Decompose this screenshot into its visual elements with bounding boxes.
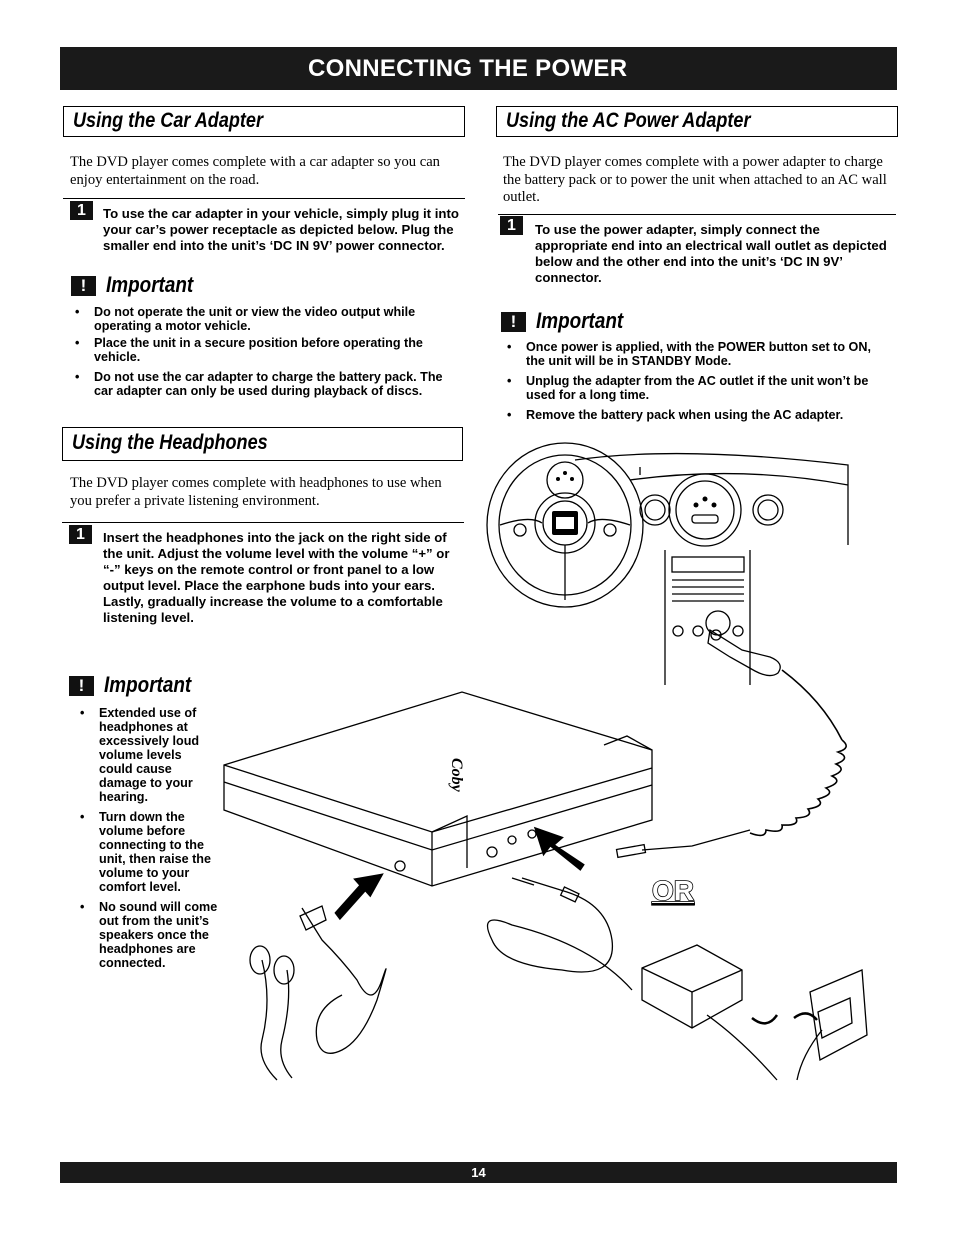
ac-adapter-bullets: Once power is applied, with the POWER bu… (501, 340, 893, 422)
headphones-step-text: Insert the headphones into the jack on t… (103, 530, 450, 625)
list-item: Unplug the adapter from the AC outlet if… (501, 374, 893, 402)
car-adapter-intro: The DVD player comes complete with a car… (70, 154, 440, 188)
important-label: Important (106, 272, 194, 297)
list-item: No sound will come out from the unit’s s… (74, 900, 218, 970)
headphones-heading-box: Using the Headphones (62, 427, 463, 461)
important-icon: ! (69, 676, 94, 696)
list-item: Do not use the car adapter to charge the… (69, 370, 447, 398)
important-label: Important (536, 308, 624, 333)
divider (62, 522, 464, 523)
ac-adapter-step-text: To use the power adapter, simply connect… (535, 222, 887, 285)
page-number: 14 (471, 1165, 486, 1180)
page-footer: 14 (60, 1162, 897, 1183)
list-item: Once power is applied, with the POWER bu… (501, 340, 893, 368)
divider (63, 198, 465, 199)
car-adapter-heading: Using the Car Adapter (73, 109, 263, 132)
or-label: OR (652, 875, 694, 906)
step-number-badge: 1 (500, 216, 523, 235)
page-title: CONNECTING THE POWER (308, 55, 628, 82)
divider (498, 214, 896, 215)
headphones-heading: Using the Headphones (72, 431, 268, 454)
list-item: Place the unit in a secure position befo… (69, 336, 447, 364)
step-number-badge: 1 (69, 525, 92, 544)
list-item: Remove the battery pack when using the A… (501, 408, 893, 422)
step-number-badge: 1 (70, 201, 93, 220)
headphones-intro: The DVD player comes complete with headp… (70, 475, 442, 509)
important-icon: ! (71, 276, 96, 296)
car-adapter-heading-box: Using the Car Adapter (63, 106, 465, 137)
important-label: Important (104, 672, 192, 697)
list-item: Extended use of headphones at excessivel… (74, 706, 218, 804)
dvd-brand-logo: Coby (448, 758, 465, 793)
ac-adapter-intro: The DVD player comes complete with a pow… (503, 154, 887, 205)
important-icon: ! (501, 312, 526, 332)
car-dashboard-illustration (486, 442, 849, 685)
headphones-bullets: Extended use of headphones at excessivel… (74, 706, 218, 970)
list-item: Turn down the volume before connecting t… (74, 810, 218, 894)
page-title-bar: CONNECTING THE POWER (60, 47, 897, 90)
car-adapter-bullets: Do not operate the unit or view the vide… (69, 305, 447, 398)
ac-adapter-heading: Using the AC Power Adapter (506, 109, 751, 132)
dvd-player-connection-illustration: Coby OR (223, 669, 868, 1081)
ac-adapter-heading-box: Using the AC Power Adapter (496, 106, 898, 137)
car-adapter-step-text: To use the car adapter in your vehicle, … (103, 206, 459, 253)
list-item: Do not operate the unit or view the vide… (69, 305, 447, 333)
